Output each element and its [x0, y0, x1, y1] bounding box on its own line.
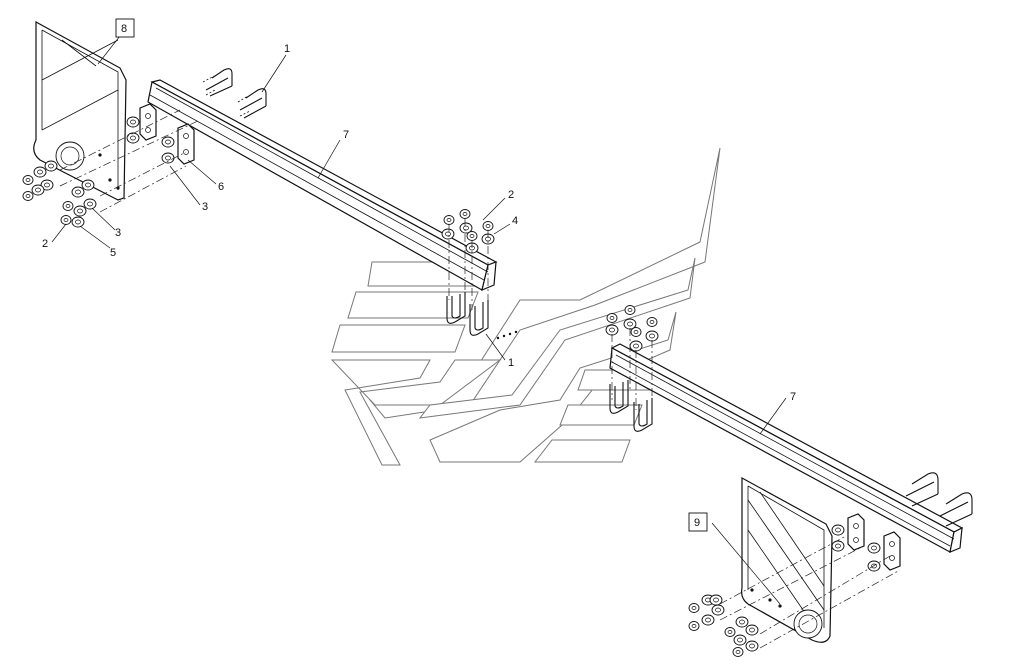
clamp-bracket-lower: [847, 513, 901, 571]
washer: [831, 524, 845, 536]
tube-upper: [147, 79, 498, 292]
u-bolt-lower-a: [609, 380, 629, 414]
washer: [441, 228, 455, 240]
washer: [709, 594, 723, 606]
callout-8: 8: [121, 23, 127, 35]
callout-8-box: [115, 18, 135, 38]
nut: [466, 231, 478, 241]
washer: [733, 634, 747, 646]
washer: [126, 116, 140, 128]
callout-1-mid: 1: [508, 357, 514, 369]
washer: [40, 179, 54, 191]
washer: [71, 216, 85, 228]
nut: [630, 327, 642, 337]
washer: [81, 179, 95, 191]
hardware-mid-lower: [605, 305, 659, 410]
washer: [745, 640, 759, 652]
washer: [735, 616, 749, 628]
callout-4: 4: [512, 215, 518, 227]
u-bolt-upper-b: [237, 88, 267, 119]
callout-6: 6: [218, 181, 224, 193]
reflector-plate-left: [33, 20, 127, 201]
nut: [22, 175, 34, 185]
callout-2-mid: 2: [508, 189, 514, 201]
nut: [60, 215, 72, 225]
nut: [443, 215, 455, 225]
washer: [831, 540, 845, 552]
assembly-centerlines-left: [59, 109, 201, 213]
nut: [688, 621, 700, 631]
washer: [44, 160, 58, 172]
nut: [624, 305, 636, 315]
callout-5: 5: [110, 247, 116, 259]
washer: [126, 132, 140, 144]
u-bolt-right-b: [939, 492, 973, 527]
washer: [161, 136, 175, 148]
nut: [62, 201, 74, 211]
nut: [688, 603, 700, 613]
washer: [31, 184, 45, 196]
u-bolt-mid-a: [446, 292, 466, 324]
u-bolt-lower-b: [633, 398, 653, 432]
clamp-bracket-upper: [139, 103, 195, 165]
washer: [867, 542, 881, 554]
assembly-centerlines-right: [719, 535, 901, 649]
nut: [482, 221, 494, 231]
washer: [71, 186, 85, 198]
tube-lower: [609, 343, 964, 553]
washer: [73, 205, 87, 217]
washer: [161, 152, 175, 164]
hardware-left: [22, 116, 175, 228]
nut: [646, 317, 658, 327]
nut: [732, 647, 744, 657]
callout-leaders: [51, 35, 787, 605]
nut: [22, 191, 34, 201]
callout-7-right: 7: [790, 391, 796, 403]
nut: [724, 627, 736, 637]
washer: [83, 198, 97, 210]
washer: [701, 614, 715, 626]
callout-3-a: 3: [202, 201, 208, 213]
background-watermark-logo: [330, 147, 721, 466]
washer: [459, 222, 473, 234]
callout-2-left: 2: [42, 238, 48, 250]
nut: [606, 313, 618, 323]
washer: [745, 624, 759, 636]
washer: [645, 330, 659, 342]
callout-1-top: 1: [284, 43, 290, 55]
hardware-right: [688, 524, 881, 657]
washer: [623, 318, 637, 330]
u-bolt-upper-a: [202, 68, 233, 97]
callout-7-top: 7: [343, 129, 349, 141]
u-bolt-right-a: [905, 472, 939, 507]
washer: [605, 324, 619, 336]
washer: [711, 604, 725, 616]
reflector-plate-right: [741, 476, 833, 643]
u-bolt-mid-b: [469, 300, 518, 340]
callout-9: 9: [694, 517, 700, 529]
washer: [629, 340, 643, 352]
hardware-mid-upper: [441, 209, 495, 310]
washer: [33, 166, 47, 178]
callout-9-box: [688, 512, 708, 532]
callouts: 1 7 2 4 1 7 6 3 3 5 2 8 9: [42, 18, 796, 532]
nut: [459, 209, 471, 219]
callout-3-b: 3: [115, 227, 121, 239]
